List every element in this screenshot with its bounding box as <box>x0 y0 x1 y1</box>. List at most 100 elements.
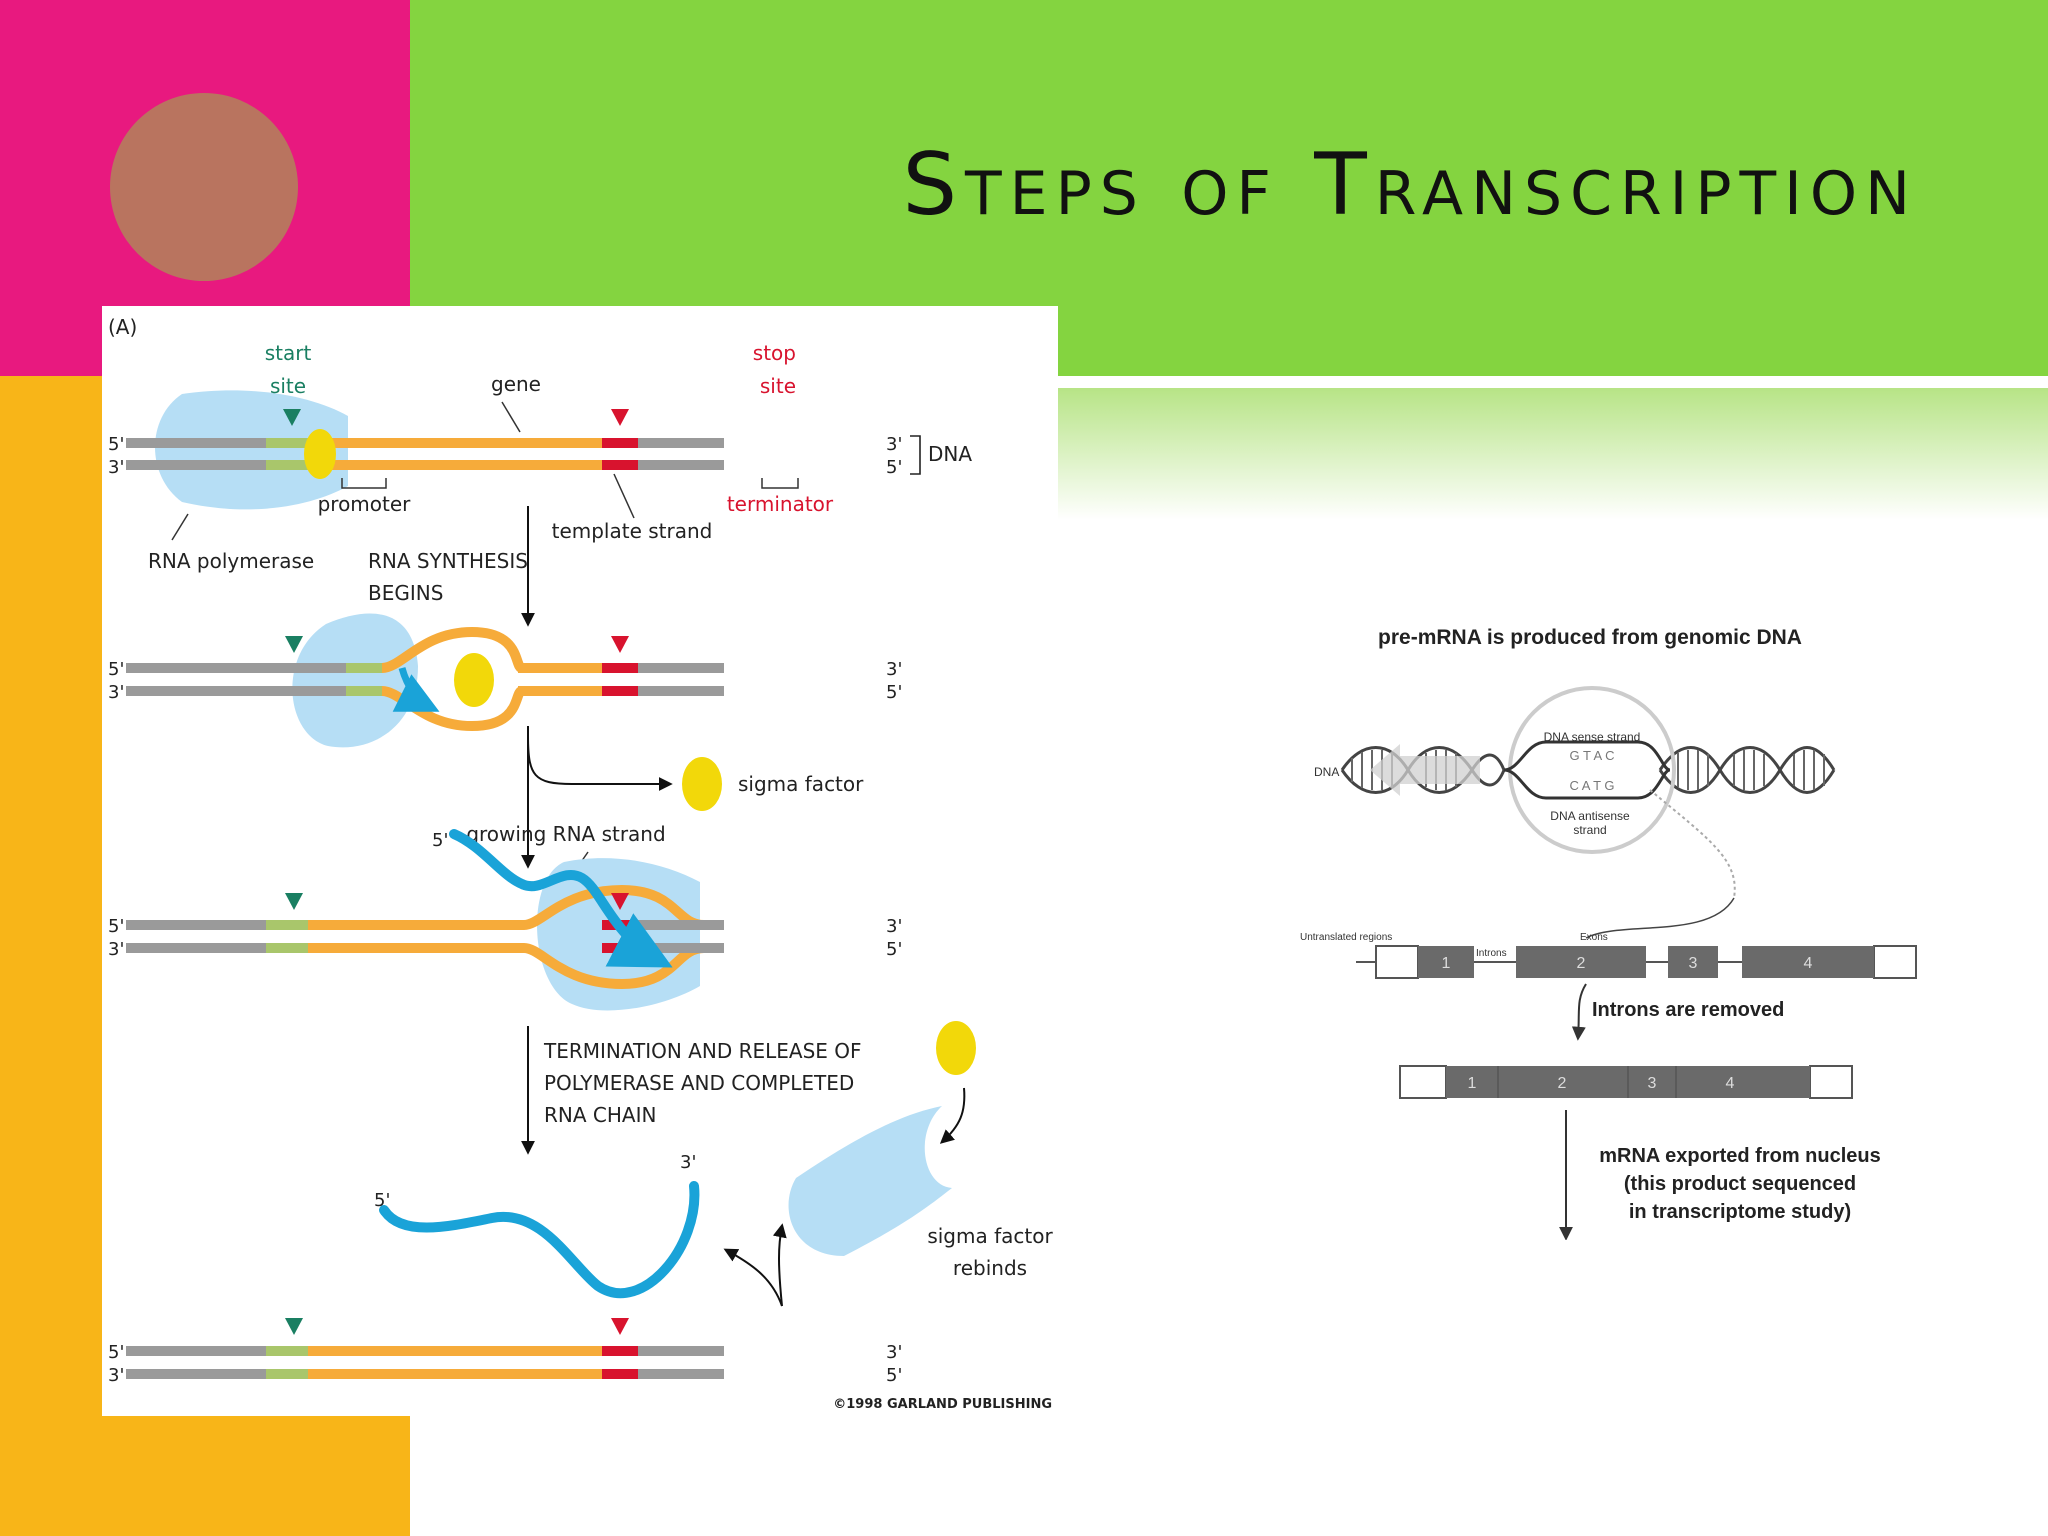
exon-number: 4 <box>1804 955 1813 972</box>
recycle-arrow <box>772 1223 787 1307</box>
three-prime-label: 3' <box>108 457 124 478</box>
new-rna-arrow <box>392 666 440 712</box>
mature-utr-box <box>1399 1065 1447 1099</box>
synthesis-begins-label-2: BEGINS <box>368 581 443 605</box>
exon-number: 4 <box>1726 1075 1735 1092</box>
dna-double-helix <box>1340 746 1836 794</box>
pre-mrna-figure: pre-mRNA is produced from genomic DNA DN… <box>1290 620 1940 1240</box>
rna-polymerase-label: RNA polymerase <box>148 549 314 573</box>
start-site-label-2: site <box>270 374 306 398</box>
terminator-bracket <box>761 478 799 489</box>
mrna-link-line <box>1585 897 1735 939</box>
sigma-factor-bound <box>454 653 494 707</box>
released-rna-polymerase <box>788 1106 952 1256</box>
green-fade-band <box>1058 388 2048 520</box>
five-prime-label: 5' <box>108 916 124 937</box>
sigma-factor-bound <box>304 429 336 479</box>
bubble-top-strand <box>1503 740 1671 772</box>
three-prime-label: 3' <box>886 434 902 455</box>
sigma-rebind-arrow <box>939 1087 966 1144</box>
start-site-marker <box>285 1318 303 1335</box>
terminator-label: terminator <box>727 492 834 516</box>
decorative-circle <box>110 93 298 281</box>
stop-site-marker <box>611 409 629 426</box>
stop-site-marker <box>611 636 629 653</box>
promoter-label: promoter <box>318 492 412 516</box>
dna-label: DNA <box>1314 765 1339 779</box>
mrna-exported-label-3: in transcriptome study) <box>1629 1201 1851 1223</box>
start-site-marker <box>285 893 303 910</box>
dna-label: DNA <box>928 442 972 466</box>
rna-polymerase-shape <box>155 390 348 510</box>
synthesis-begins-label-1: RNA SYNTHESIS <box>368 549 528 573</box>
exon-4 <box>1742 946 1874 978</box>
five-prime-label: 5' <box>374 1190 390 1211</box>
recycle-arrow <box>723 1248 783 1307</box>
termination-label-2: POLYMERASE AND COMPLETED <box>544 1071 854 1095</box>
antisense-strand-label-1: DNA antisense <box>1550 809 1630 823</box>
transcription-steps-figure: (A) start site gene stop site 5' 3' 3' 5… <box>102 306 1058 1416</box>
sigma-release-arrow <box>527 735 673 791</box>
pre-mrna-heading: pre-mRNA is produced from genomic DNA <box>1378 626 1802 649</box>
sense-bases: G T A C <box>1569 748 1614 763</box>
three-prime-label: 3' <box>886 1342 902 1363</box>
five-prime-label: 5' <box>432 830 448 851</box>
utr-box <box>1375 945 1419 979</box>
exon-number: 2 <box>1558 1075 1567 1092</box>
five-prime-label: 5' <box>108 1342 124 1363</box>
growing-rna-label: growing RNA strand <box>466 822 665 846</box>
three-prime-label: 3' <box>680 1152 696 1173</box>
exon-1 <box>1418 946 1474 978</box>
five-prime-label: 5' <box>108 434 124 455</box>
stop-site-marker <box>611 893 629 910</box>
antisense-strand-label-2: strand <box>1573 823 1606 837</box>
five-prime-label: 5' <box>886 1365 902 1386</box>
five-prime-label: 5' <box>886 457 902 478</box>
splicing-arrow <box>1571 983 1587 1041</box>
mrna-strand-out <box>1649 789 1736 899</box>
gene-pointer <box>501 401 521 433</box>
three-prime-label: 3' <box>108 682 124 703</box>
polymerase-direction-arrow <box>1370 744 1480 796</box>
rna-polymerase-shape <box>292 613 418 748</box>
mrna-exported-label-1: mRNA exported from nucleus <box>1599 1145 1881 1167</box>
copyright-label: ©1998 GARLAND PUBLISHING <box>833 1397 1052 1412</box>
stop-site-label-2: site <box>760 374 796 398</box>
sense-strand-label: DNA sense strand <box>1544 730 1641 744</box>
five-prime-label: 5' <box>886 939 902 960</box>
termination-label-3: RNA CHAIN <box>544 1103 656 1127</box>
template-strand-pointer <box>613 473 635 519</box>
three-prime-label: 3' <box>886 916 902 937</box>
bubble-bottom-strand <box>1503 768 1671 800</box>
mature-utr-box <box>1809 1065 1853 1099</box>
slide-title: Steps of Transcription <box>902 135 1918 235</box>
stop-site-label-1: stop <box>753 341 796 365</box>
three-prime-label: 3' <box>108 1365 124 1386</box>
three-prime-label: 3' <box>108 939 124 960</box>
rna-polymerase-pointer <box>171 513 189 541</box>
completed-rna-chain <box>379 1181 700 1298</box>
five-prime-label: 5' <box>108 659 124 680</box>
growing-rna-strand <box>449 829 673 968</box>
stop-site-marker <box>611 1318 629 1335</box>
figure-label: (A) <box>108 315 137 339</box>
exon-number: 3 <box>1648 1075 1657 1092</box>
start-site-marker <box>283 409 301 426</box>
promoter-bracket <box>341 478 387 489</box>
sigma-factor-label: sigma factor <box>738 772 864 796</box>
exon-number: 1 <box>1442 955 1451 972</box>
termination-label-1: TERMINATION AND RELEASE OF <box>543 1039 862 1063</box>
sigma-rebinds-label-1: sigma factor <box>927 1224 1053 1248</box>
introns-label: Introns <box>1476 948 1507 959</box>
gene-label: gene <box>491 372 541 396</box>
dna-duplex-step4 <box>126 1346 724 1379</box>
mrna-exported-label-2: (this product sequenced <box>1624 1173 1856 1195</box>
dna-duplex-step1 <box>126 438 724 470</box>
five-prime-label: 5' <box>886 682 902 703</box>
exon-3 <box>1668 946 1718 978</box>
introns-removed-label: Introns are removed <box>1592 999 1784 1021</box>
utr-box <box>1873 945 1917 979</box>
exons-label: Exons <box>1580 932 1608 943</box>
exon-number: 1 <box>1468 1075 1477 1092</box>
exon-number: 2 <box>1577 955 1586 972</box>
